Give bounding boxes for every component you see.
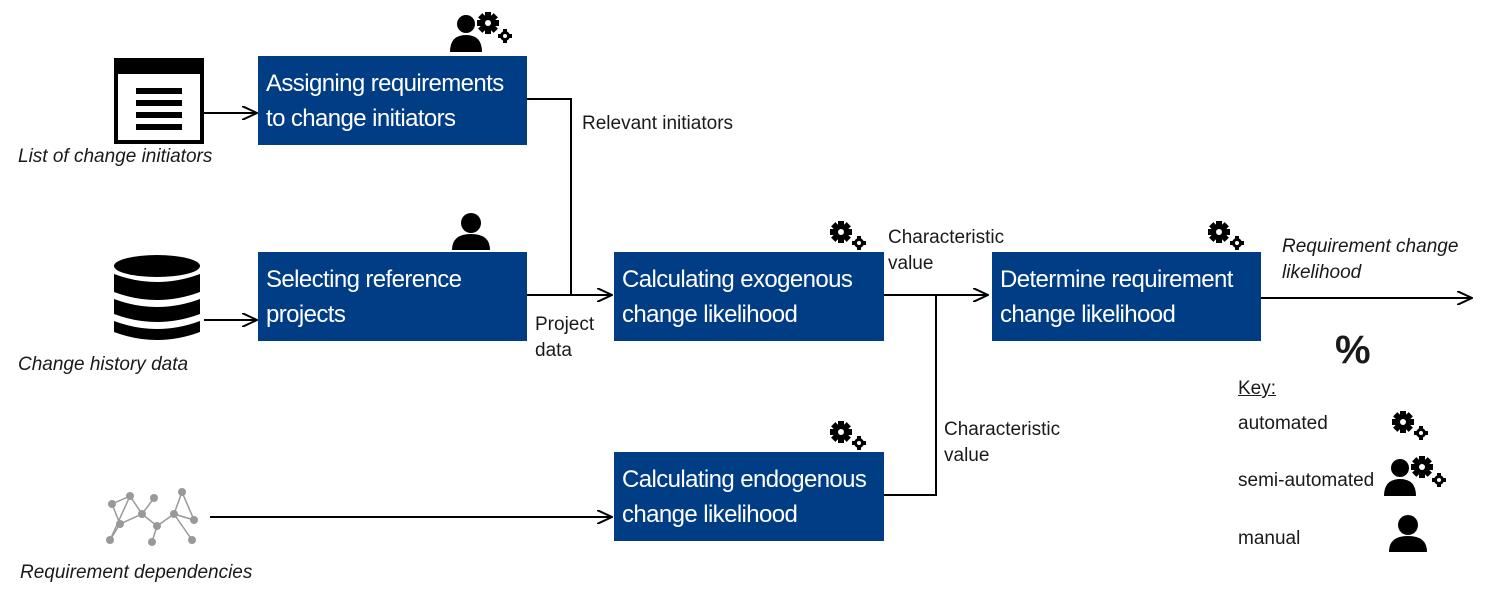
automated-gears-icon bbox=[1392, 411, 1428, 440]
database-icon bbox=[114, 255, 200, 340]
line-endo-output bbox=[884, 295, 937, 496]
flow-label-characteristic-value-top: Characteristic value bbox=[888, 227, 1005, 274]
process-box-assign: Assigning requirements to change initiat… bbox=[258, 56, 527, 145]
key-manual-label: manual bbox=[1238, 528, 1301, 549]
manual-person-icon bbox=[1389, 515, 1427, 552]
automated-gears-icon bbox=[1208, 221, 1244, 250]
key-automated-label: automated bbox=[1238, 413, 1328, 434]
document-list-icon bbox=[114, 58, 204, 144]
key-semi-label: semi-automated bbox=[1238, 470, 1375, 491]
process-box-exogenous: Calculating exogenous change likelihood bbox=[614, 252, 884, 341]
line-relevant-initiators bbox=[527, 98, 572, 295]
flow-label-project-data: Project data bbox=[535, 314, 595, 361]
flow-label-relevant-initiators: Relevant initiators bbox=[582, 113, 734, 134]
automated-gears-icon bbox=[830, 221, 866, 250]
input-dependencies-label: Requirement dependencies bbox=[20, 562, 253, 583]
manual-person-icon bbox=[452, 213, 490, 250]
input-initiators-label: List of change initiators bbox=[18, 146, 213, 167]
semi-automated-icon bbox=[450, 12, 512, 52]
process-box-endogenous: Calculating endogenous change likelihood bbox=[614, 452, 884, 541]
network-graph-icon bbox=[106, 488, 198, 546]
process-box-select: Selecting reference projects bbox=[258, 252, 527, 341]
semi-automated-icon bbox=[1384, 456, 1446, 496]
key-title: Key: bbox=[1238, 378, 1277, 399]
automated-gears-icon bbox=[830, 421, 866, 450]
flow-label-characteristic-value-bottom: Characteristic value bbox=[944, 419, 1061, 466]
input-history-label: Change history data bbox=[18, 354, 189, 375]
flow-label-output: Requirement change likelihood bbox=[1282, 236, 1459, 283]
percent-symbol: % bbox=[1335, 328, 1371, 372]
process-box-determine: Determine requirement change likelihood bbox=[992, 252, 1261, 341]
